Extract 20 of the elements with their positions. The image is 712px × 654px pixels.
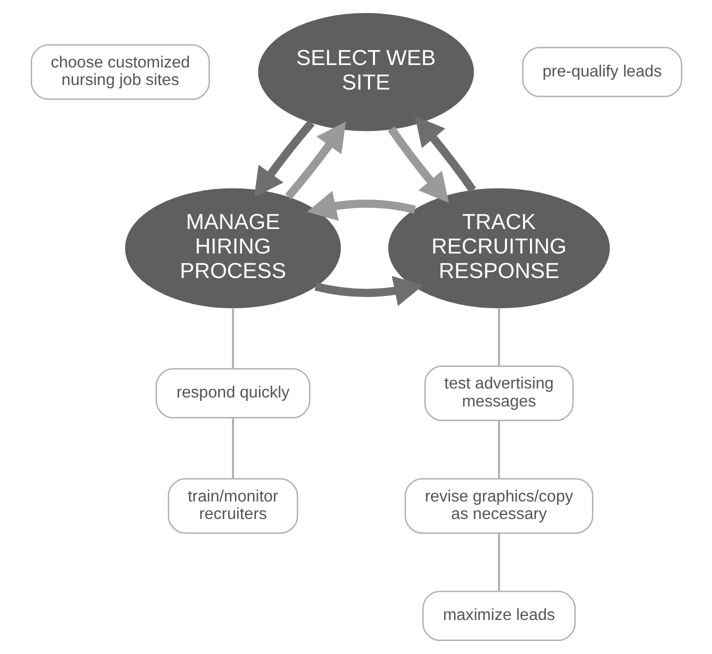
connector — [498, 308, 500, 366]
node-ellipse: SELECT WEB SITE — [258, 13, 474, 132]
arrow — [254, 120, 314, 198]
arrow — [314, 276, 423, 306]
connector — [231, 308, 234, 369]
arrow — [284, 122, 346, 200]
connector — [498, 533, 500, 592]
node-box: pre-qualify leads — [522, 46, 682, 98]
connector — [231, 418, 234, 479]
connector — [498, 420, 500, 479]
arrow — [387, 126, 448, 203]
node-box: revise graphics/copy as necessary — [404, 478, 593, 534]
node-ellipse: TRACK RECRUITING RESPONSE — [388, 188, 610, 308]
node-box: maximize leads — [422, 590, 576, 641]
node-box: train/monitor recruiters — [167, 478, 298, 534]
node-box: test advertising messages — [424, 365, 574, 422]
node-box: choose customized nursing job sites — [30, 44, 210, 100]
arrow — [306, 190, 416, 221]
node-box: respond quickly — [155, 368, 310, 418]
arrow — [414, 116, 476, 193]
